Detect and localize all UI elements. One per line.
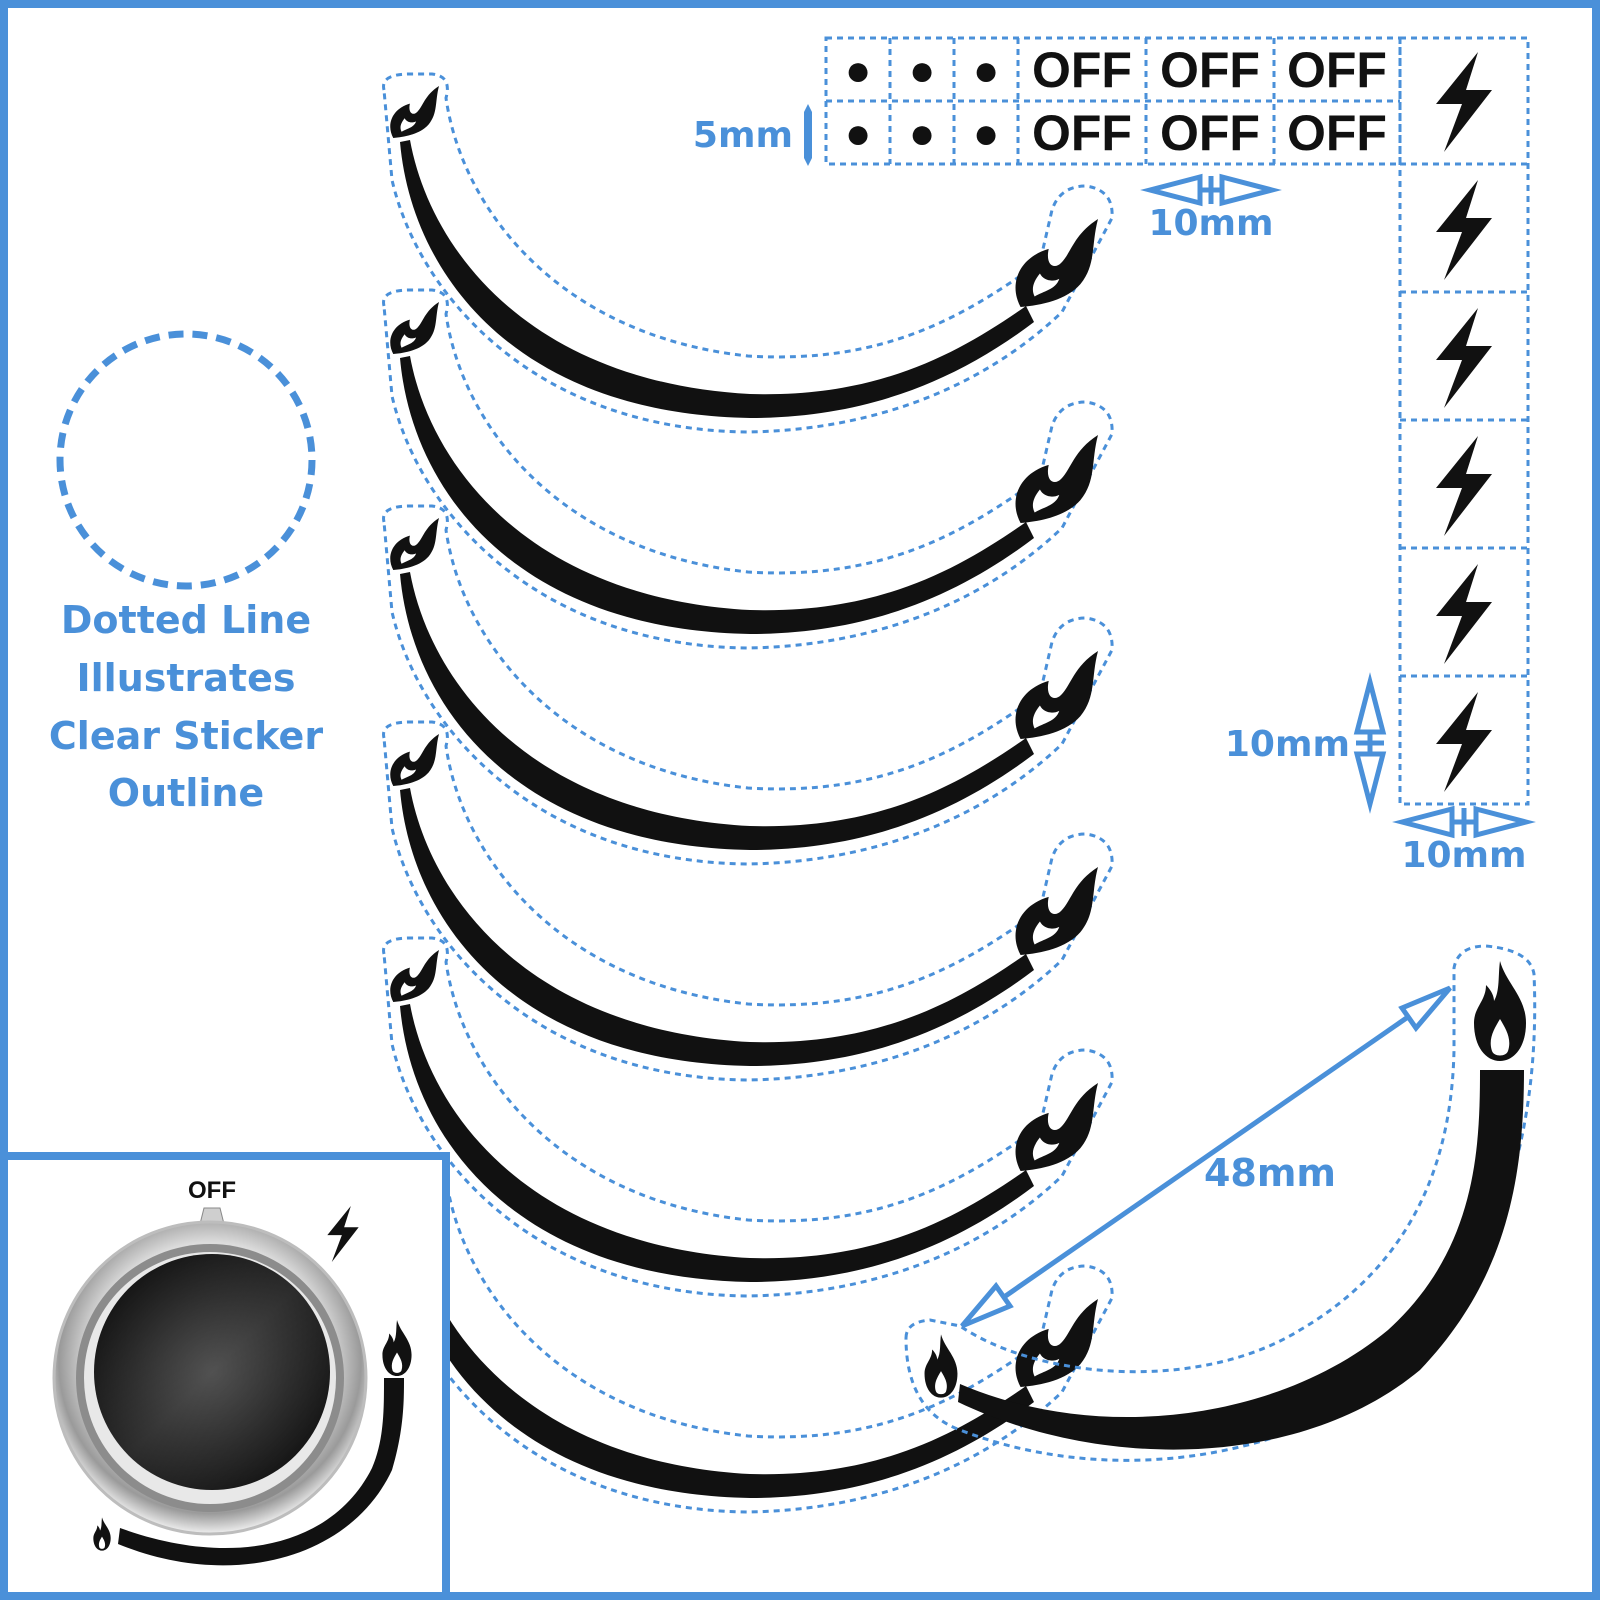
arc-sticker [382, 504, 1114, 866]
arc-sticker [382, 936, 1114, 1298]
example-inset: OFF [0, 1152, 450, 1600]
length-arrow-icon [960, 985, 1452, 1329]
arc-sticker [382, 720, 1114, 1082]
legend-text-line-4: Outline [108, 771, 264, 815]
dot-sticker: ● [909, 46, 936, 95]
legend-text-line-2: Illustrates [77, 656, 296, 700]
small-flame-icon [390, 734, 439, 786]
off-width-arrow-icon [1140, 173, 1282, 207]
small-flame-icon [390, 302, 439, 354]
small-flame-icon [390, 86, 439, 138]
legend-text-line-3: Clear Sticker [49, 714, 323, 758]
bolt-height-arrow-icon [1353, 672, 1387, 814]
dot-sticker: ● [909, 109, 936, 158]
bolt-width-arrow-icon [1392, 805, 1536, 839]
legend: Dotted Line Illustrates Clear Sticker Ou… [49, 330, 323, 815]
small-flame-icon [924, 1334, 958, 1398]
lightning-bolt-icon [1436, 564, 1492, 664]
bolt-sticker-column: 10mm 10mm [1225, 36, 1536, 876]
arc-sticker-outline [382, 936, 1114, 1298]
arc-band [400, 572, 1034, 850]
arc-sticker [382, 288, 1114, 650]
off-height-arrow-icon [804, 104, 812, 166]
length-label: 48mm [1204, 1151, 1336, 1195]
bolt-column-outline [1398, 36, 1530, 806]
arc-sticker-outline [382, 72, 1114, 434]
large-flame-icon [1474, 961, 1526, 1061]
off-sticker: OFF [1287, 105, 1387, 161]
lightning-bolt-icon [1436, 308, 1492, 408]
arc-sticker-outline [382, 720, 1114, 1082]
large-flame-icon [1015, 651, 1098, 739]
lightning-bolt-icon [1436, 180, 1492, 280]
small-flame-icon [390, 950, 439, 1002]
large-arc-outline [904, 944, 1537, 1462]
off-sticker: OFF [1032, 42, 1132, 98]
large-arc-band [958, 1070, 1524, 1450]
lightning-bolt-icon [1436, 52, 1492, 152]
arc-sticker [382, 1152, 1114, 1514]
arc-sticker-outline [382, 1152, 1114, 1514]
large-flame-icon [1015, 1299, 1098, 1387]
example-arc-band [118, 1378, 404, 1566]
off-sticker: OFF [1160, 105, 1260, 161]
arc-band [400, 356, 1034, 634]
dot-sticker: ● [973, 109, 1000, 158]
large-flame-icon [1015, 867, 1098, 955]
off-width-label: 10mm [1148, 203, 1273, 244]
arc-sticker-outline [382, 504, 1114, 866]
dot-sticker: ● [845, 109, 872, 158]
large-flame-icon [1015, 435, 1098, 523]
bolt-width-label: 10mm [1401, 835, 1526, 876]
dot-sticker: ● [845, 46, 872, 95]
off-sticker: OFF [1287, 42, 1387, 98]
knob-icon [52, 1220, 368, 1536]
large-arc-sticker: 48mm [904, 944, 1537, 1462]
large-flame-icon [1015, 1083, 1098, 1171]
small-flame-icon [390, 518, 439, 570]
arc-sticker [382, 72, 1114, 434]
off-sticker: OFF [1032, 105, 1132, 161]
off-sticker-grid: ● ● ● ● ● ● OFF OFF OFF OFF OFF OFF 5mm … [693, 36, 1402, 244]
large-flame-icon [1015, 219, 1098, 307]
off-sticker: OFF [1160, 42, 1260, 98]
lightning-bolt-icon [1436, 692, 1492, 792]
arc-band [400, 1220, 1034, 1498]
lightning-bolt-icon [1436, 436, 1492, 536]
example-off-label: OFF [188, 1177, 236, 1204]
arc-band [400, 1004, 1034, 1282]
off-height-label: 5mm [693, 115, 793, 156]
legend-dotted-circle [56, 330, 316, 590]
dot-sticker: ● [973, 46, 1000, 95]
legend-text-line-1: Dotted Line [61, 598, 311, 642]
arc-sticker-outline [382, 288, 1114, 650]
bolt-height-label: 10mm [1225, 724, 1350, 765]
arc-band [400, 788, 1034, 1066]
arc-band [400, 140, 1034, 418]
arc-sticker-group [382, 72, 1114, 1514]
